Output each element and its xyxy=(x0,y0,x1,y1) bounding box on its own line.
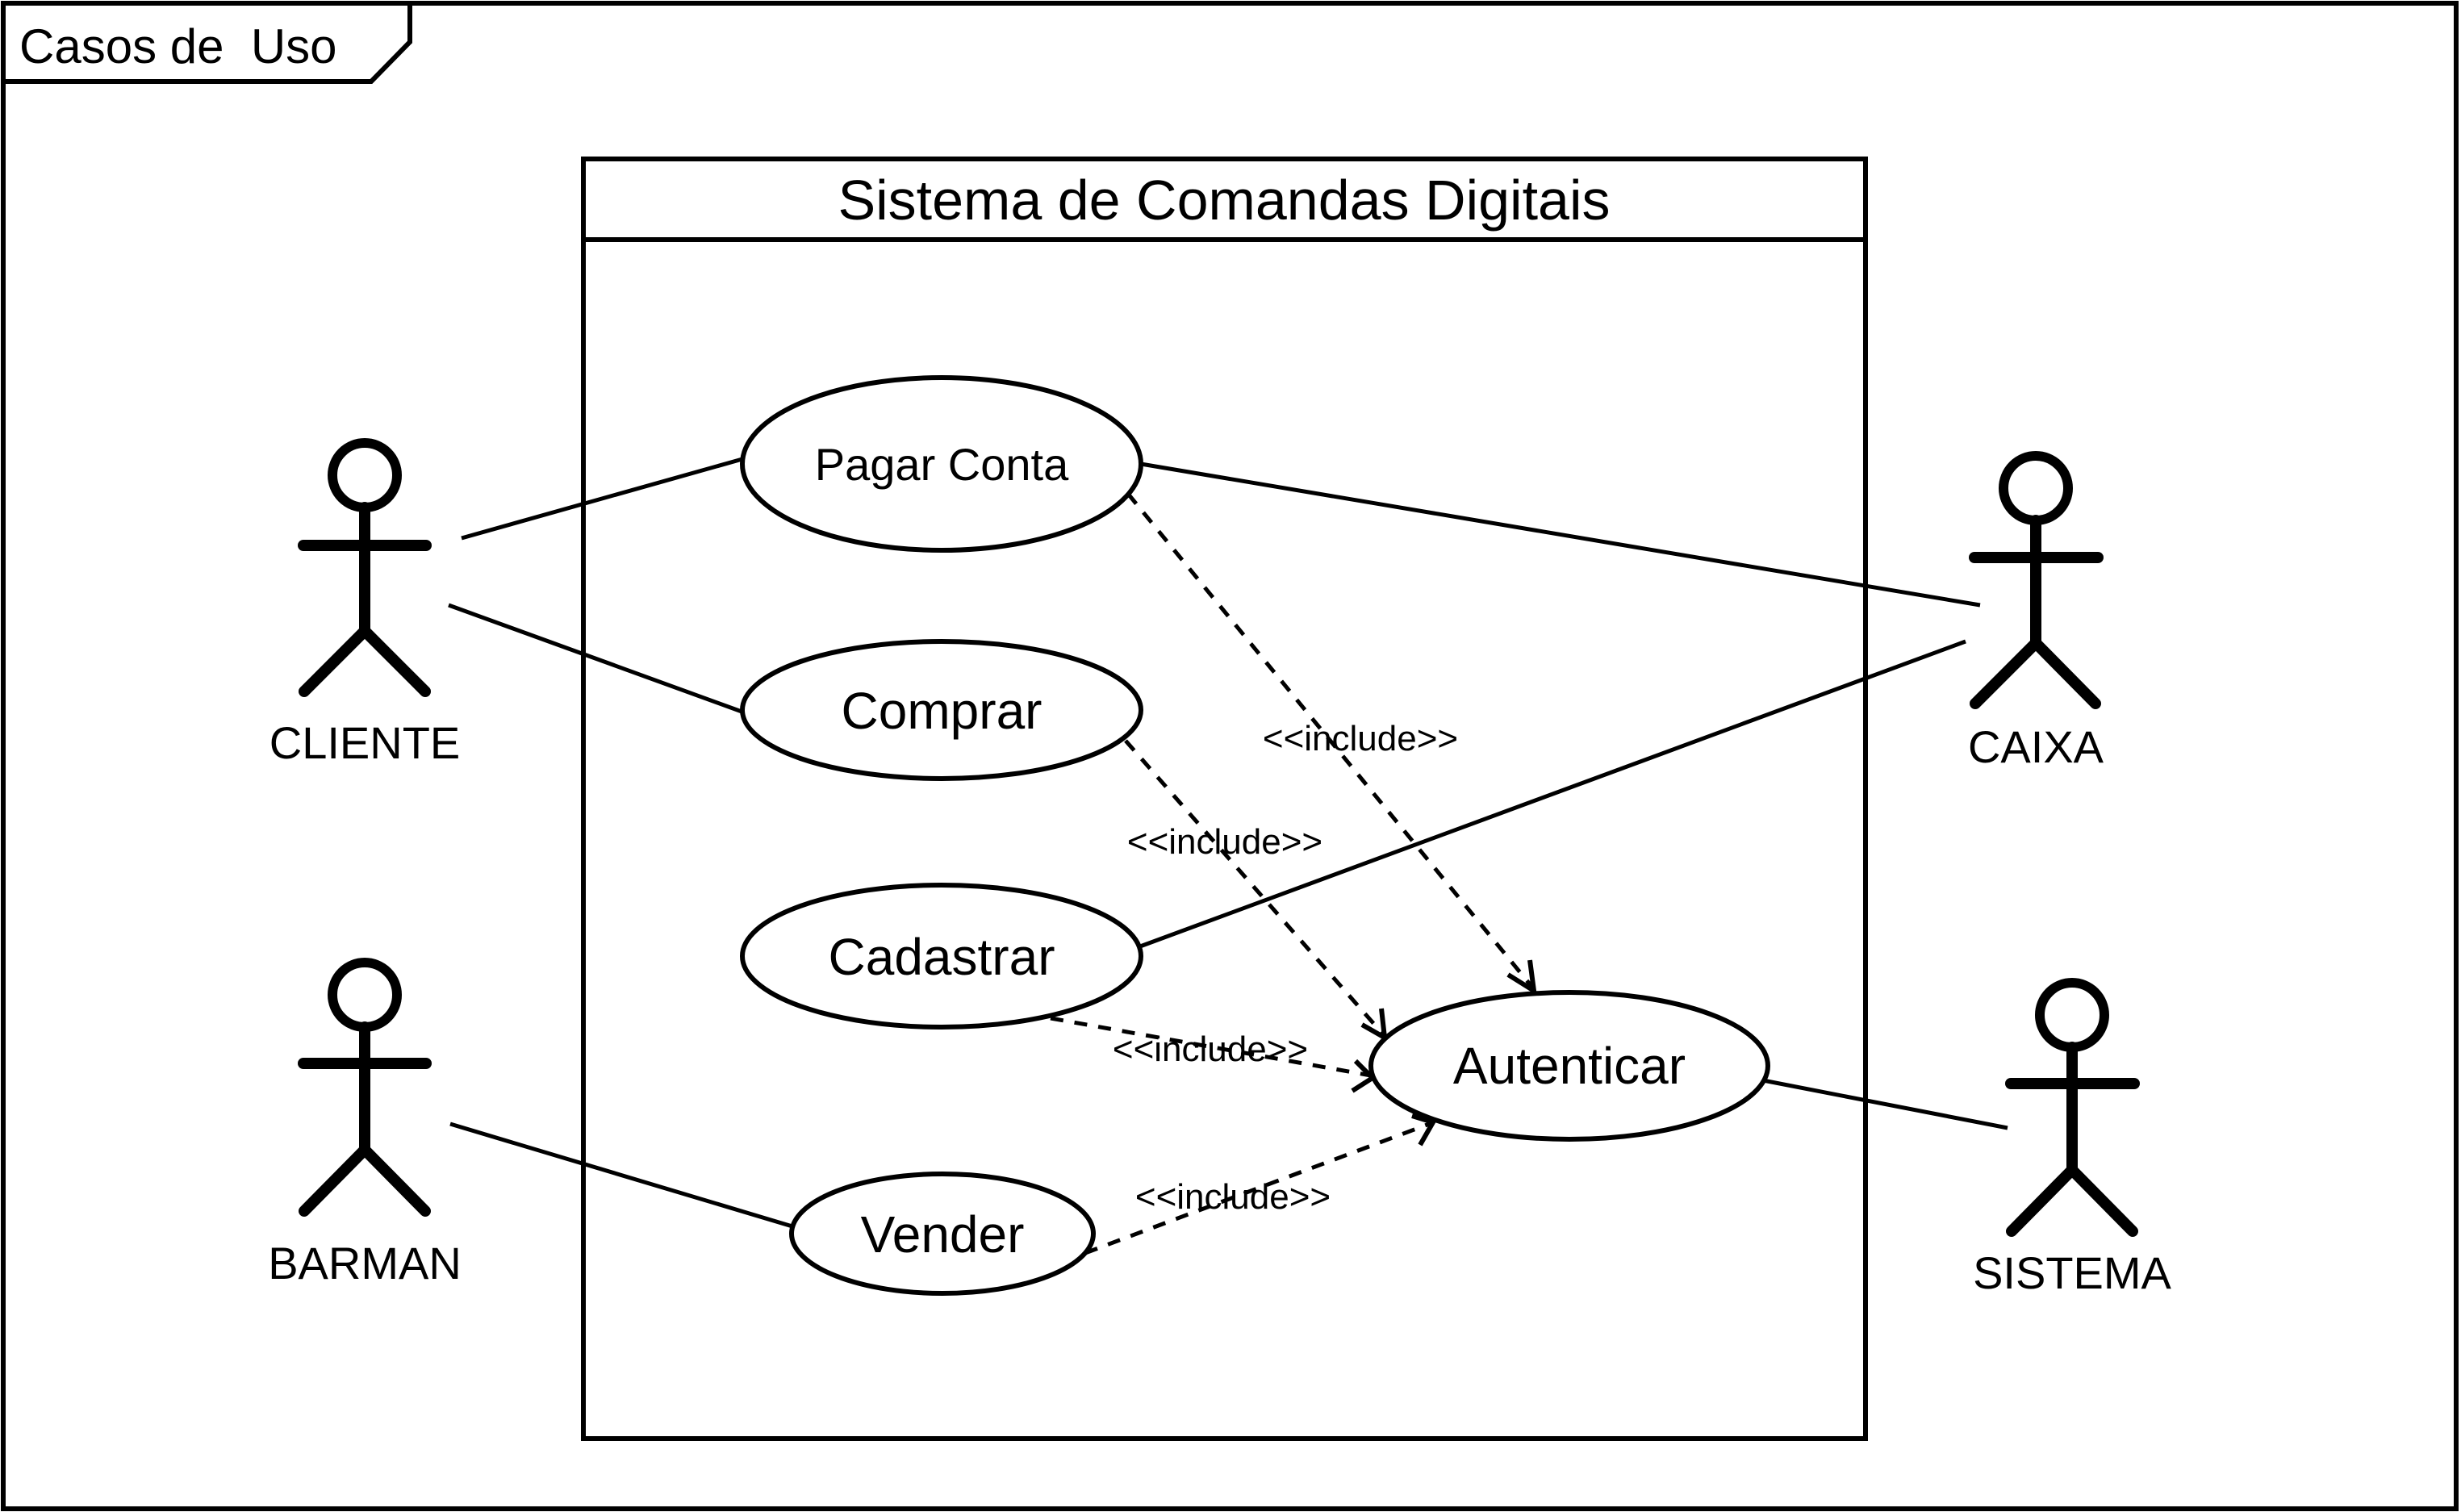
include-line xyxy=(1050,1016,1372,1078)
include-dependencies: <<include>> <<include>> <<include>> <<in… xyxy=(1050,492,1537,1255)
association-barman-vender[interactable] xyxy=(449,1121,793,1229)
system-box xyxy=(581,157,1868,1441)
actor-stick-figure-icon xyxy=(1969,451,2104,709)
system-boundary: Sistema de Comandas Digitais xyxy=(581,157,1868,1441)
use-case-ellipse xyxy=(740,639,1143,781)
use-case-cadastrar[interactable]: Cadastrar xyxy=(740,883,1143,1030)
include-label-pagar-conta: <<include>> xyxy=(1263,719,1458,758)
actor-barman[interactable]: BARMAN xyxy=(268,958,462,1289)
actor-cliente[interactable]: CLIENTE xyxy=(269,438,461,768)
association-caixa-cadastrar[interactable] xyxy=(1139,639,1966,949)
include-vender-autenticar[interactable] xyxy=(1084,1113,1437,1255)
include-line xyxy=(1124,739,1385,1037)
association-sistema-autenticar[interactable] xyxy=(1762,1078,2008,1130)
associations xyxy=(448,457,2008,1229)
use-case-vender[interactable]: Vender xyxy=(789,1172,1096,1296)
actor-label: BARMAN xyxy=(268,1238,462,1289)
actor-stick-figure-icon xyxy=(2005,978,2140,1237)
arrowhead-icon xyxy=(1506,959,1537,996)
use-case-pagar-conta[interactable]: Pagar Conta xyxy=(740,375,1143,553)
actor-sistema[interactable]: SISTEMA xyxy=(1973,978,2172,1298)
use-case-label: Vender xyxy=(861,1205,1025,1263)
association-cliente-comprar[interactable] xyxy=(448,603,745,715)
actor-label: SISTEMA xyxy=(1973,1247,2171,1298)
include-label-vender: <<include>> xyxy=(1135,1177,1331,1217)
frame-title: Casos de Uso xyxy=(19,19,337,73)
use-case-ellipse xyxy=(740,883,1143,1030)
association-cliente-pagar-conta[interactable] xyxy=(461,457,743,541)
include-pagar-conta-autenticar[interactable] xyxy=(1126,492,1537,996)
frame-title-tab xyxy=(3,3,412,84)
actor-label: CAIXA xyxy=(1968,721,2104,772)
use-case-comprar[interactable]: Comprar xyxy=(740,639,1143,781)
actor-stick-figure-icon xyxy=(298,958,432,1217)
include-label-cadastrar: <<include>> xyxy=(1113,1030,1308,1069)
use-case-ellipse xyxy=(1368,990,1770,1142)
actor-stick-figure-icon xyxy=(298,438,432,697)
use-case-ellipse xyxy=(740,375,1143,553)
arrowhead-icon xyxy=(1411,1113,1437,1147)
use-case-label: Cadastrar xyxy=(829,928,1055,986)
use-case-label: Comprar xyxy=(842,682,1042,740)
include-line xyxy=(1126,492,1536,991)
actor-label: CLIENTE xyxy=(269,717,461,768)
use-case-ellipse xyxy=(789,1172,1096,1296)
use-case-autenticar[interactable]: Autenticar xyxy=(1368,990,1770,1142)
use-case-label: Pagar Conta xyxy=(815,439,1069,490)
system-title: Sistema de Comandas Digitais xyxy=(838,169,1610,232)
actor-caixa[interactable]: CAIXA xyxy=(1968,451,2104,772)
use-case-label: Autenticar xyxy=(1453,1037,1686,1095)
association-caixa-pagar-conta[interactable] xyxy=(1140,462,1981,608)
include-label-comprar: <<include>> xyxy=(1127,822,1322,862)
